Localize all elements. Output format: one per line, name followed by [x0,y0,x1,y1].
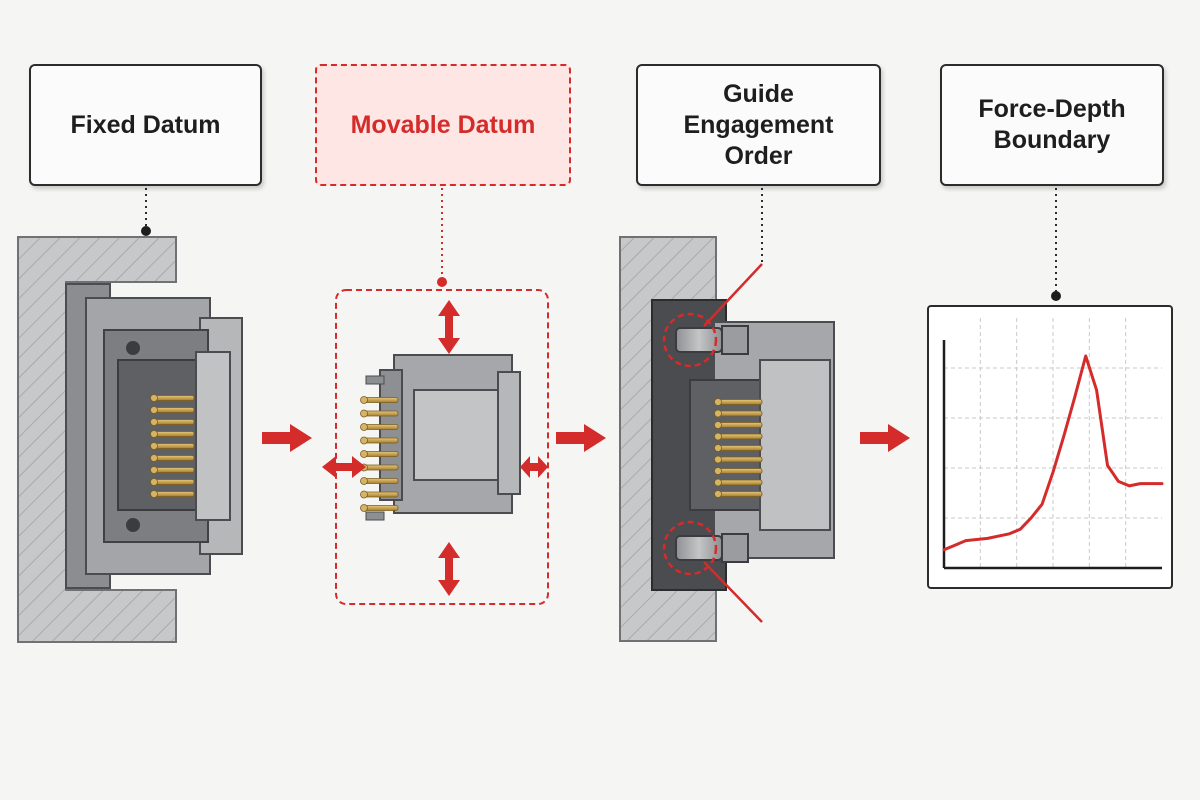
contact-pin [153,407,195,413]
label-force-depth-boundary: Force-Depth Boundary [940,64,1164,186]
guide-engagement-contact-pins [714,398,763,498]
movable-datum-float-arrows [322,300,548,596]
flow-arrow-2 [556,424,606,452]
movable-datum-float-zone [335,289,549,605]
contact-pin-tip [714,455,722,464]
chart-axes [942,340,1162,570]
contact-pin-tip [360,477,368,485]
contact-pin-tip [150,394,158,402]
guide-pin-bottom-highlight [662,520,718,576]
fixed-datum-connector-line [141,188,151,236]
fixed-datum-housing [17,236,177,643]
guide-pin-bottom [662,520,763,623]
chart-plot-area [942,354,1164,552]
contact-pin [717,445,763,451]
contact-pin [717,468,763,474]
guide-pin-top-highlight [662,312,718,368]
contact-pin-tip [150,466,158,474]
contact-pin [363,424,399,430]
chart-panel [927,305,1173,589]
contact-pin-tip [150,442,158,450]
contact-pin [153,431,195,437]
contact-pin-tip [360,423,368,431]
contact-pin-tip [714,421,722,429]
contact-pin [363,491,399,498]
flow-arrow-1 [262,424,312,452]
contact-pin [717,410,763,417]
contact-pin [153,491,195,497]
label-movable-datum: Movable Datum [315,64,571,186]
force-depth-connector-line [1051,188,1061,301]
contact-pin [717,479,763,486]
contact-pin-tip [360,396,368,404]
movable-datum-contact-pins [360,396,399,512]
fixed-datum-contact-pins [150,394,195,498]
contact-pin [153,443,195,449]
contact-pin-tip [150,490,158,498]
contact-pin [363,397,399,403]
contact-pin [717,456,763,463]
movable-datum-connector-line [437,188,447,287]
contact-pin-tip [714,478,722,487]
contact-pin-tip [360,409,368,418]
contact-pin-tip [150,418,158,426]
contact-pin [363,505,399,511]
label-fixed-datum: Fixed Datum [29,64,262,186]
flow-arrow-3 [860,424,910,452]
contact-pin-tip [150,430,158,438]
contact-pin-tip [150,406,158,414]
contact-pin [153,479,195,485]
contact-pin [153,395,195,401]
contact-pin-tip [360,490,368,499]
contact-pin-tip [360,504,368,512]
contact-pin [717,433,763,440]
guide-pin-top [662,263,763,368]
contact-pin-tip [150,454,158,462]
contact-pin-tip [360,450,368,458]
contact-pin-tip [150,478,158,486]
contact-pin [363,437,399,444]
contact-pin-tip [714,398,722,406]
contact-pin [153,419,195,425]
contact-pin [363,451,399,457]
contact-pin-tip [714,444,722,452]
contact-pin-tip [714,409,722,418]
contact-pin-tip [714,490,722,498]
label-guide-engagement-order: Guide Engagement Order [636,64,881,186]
contact-pin-tip [360,436,368,445]
contact-pin [717,491,763,497]
contact-pin-tip [714,467,722,475]
contact-pin [717,422,763,428]
force-depth-curve [942,354,1164,552]
contact-pin [153,467,195,473]
contact-pin [363,464,399,471]
contact-pin [363,478,399,484]
contact-pin [363,410,399,417]
contact-pin-tip [714,432,722,441]
contact-pin [717,399,763,405]
contact-pin [153,455,195,461]
